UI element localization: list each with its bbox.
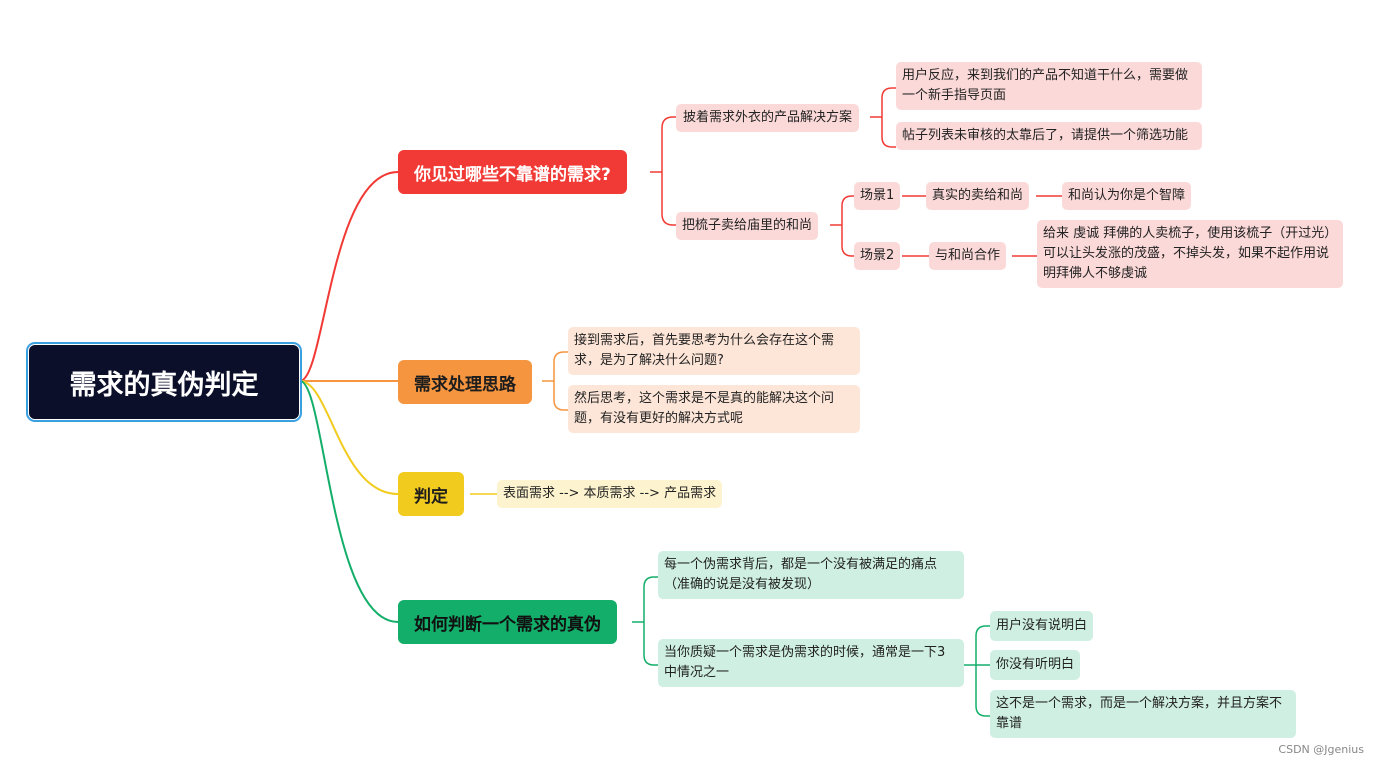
leaf-pain-point[interactable]: 每一个伪需求背后，都是一个没有被满足的痛点（准确的说是没有被发现） [658,551,964,599]
node-sell-combs[interactable]: 把梳子卖给庙里的和尚 [676,212,819,240]
leaf-requirement-levels[interactable]: 表面需求 --> 本质需求 --> 产品需求 [497,480,723,508]
edge-c1-l2 [881,117,896,148]
edge-b4-l2 [643,622,658,666]
node-three-cases[interactable]: 当你质疑一个需求是伪需求的时候，通常是一下3中情况之一 [658,639,964,687]
node-scene-2[interactable]: 场景2 [854,242,901,270]
root-node[interactable]: 需求的真伪判定 [29,345,299,419]
branch-how-to-judge[interactable]: 如何判断一个需求的真伪 [398,600,617,644]
edge-c1-l1 [881,87,896,117]
watermark: CSDN @Jgenius [1278,743,1364,756]
node-scene-2-action[interactable]: 与和尚合作 [929,242,1007,270]
edge-b1-c1 [661,116,676,172]
leaf-think-why[interactable]: 接到需求后，首先要思考为什么会存在这个需求，是为了解决什么问题? [568,327,860,375]
leaf-user-unclear[interactable]: 用户没有说明白 [990,611,1094,641]
leaf-newbie-guide[interactable]: 用户反应，来到我们的产品不知道干什么，需要做一个新手指导页面 [896,62,1202,110]
edge-b2-l2 [553,381,568,411]
node-scene-2-result[interactable]: 给来 虔诚 拜佛的人卖梳子，使用该梳子（开过光）可以让头发涨的茂盛，不掉头发，如… [1037,220,1343,288]
branch-unreliable-requirements[interactable]: 你见过哪些不靠谱的需求? [398,150,627,194]
edge-b2-l1 [553,351,568,381]
edge-c2-s1 [841,195,854,225]
node-scene-1[interactable]: 场景1 [854,182,901,210]
node-scene-1-action[interactable]: 真实的卖给和尚 [926,182,1030,210]
node-disguised-solution[interactable]: 披着需求外衣的产品解决方案 [676,104,860,132]
edge-b1-c2 [661,172,676,226]
edge-b4-l1 [643,576,658,622]
edge-root-branch1 [299,171,399,382]
edge-root-branch3 [299,380,399,495]
node-scene-1-result[interactable]: 和尚认为你是个智障 [1062,182,1192,210]
branch-handling-approach[interactable]: 需求处理思路 [398,360,532,404]
edge-root-branch4 [299,380,399,623]
leaf-you-misheard[interactable]: 你没有听明白 [990,650,1081,680]
edge-q-l1 [975,625,990,665]
branch-judgement[interactable]: 判定 [398,472,464,516]
edge-c2-s2 [841,225,854,257]
edge-q-l3 [975,665,990,717]
leaf-not-requirement[interactable]: 这不是一个需求，而是一个解决方案，并且方案不靠谱 [990,690,1296,738]
leaf-filter-feature[interactable]: 帖子列表未审核的太靠后了，请提供一个筛选功能 [896,122,1202,150]
leaf-think-better[interactable]: 然后思考，这个需求是不是真的能解决这个问题，有没有更好的解决方式呢 [568,385,860,433]
